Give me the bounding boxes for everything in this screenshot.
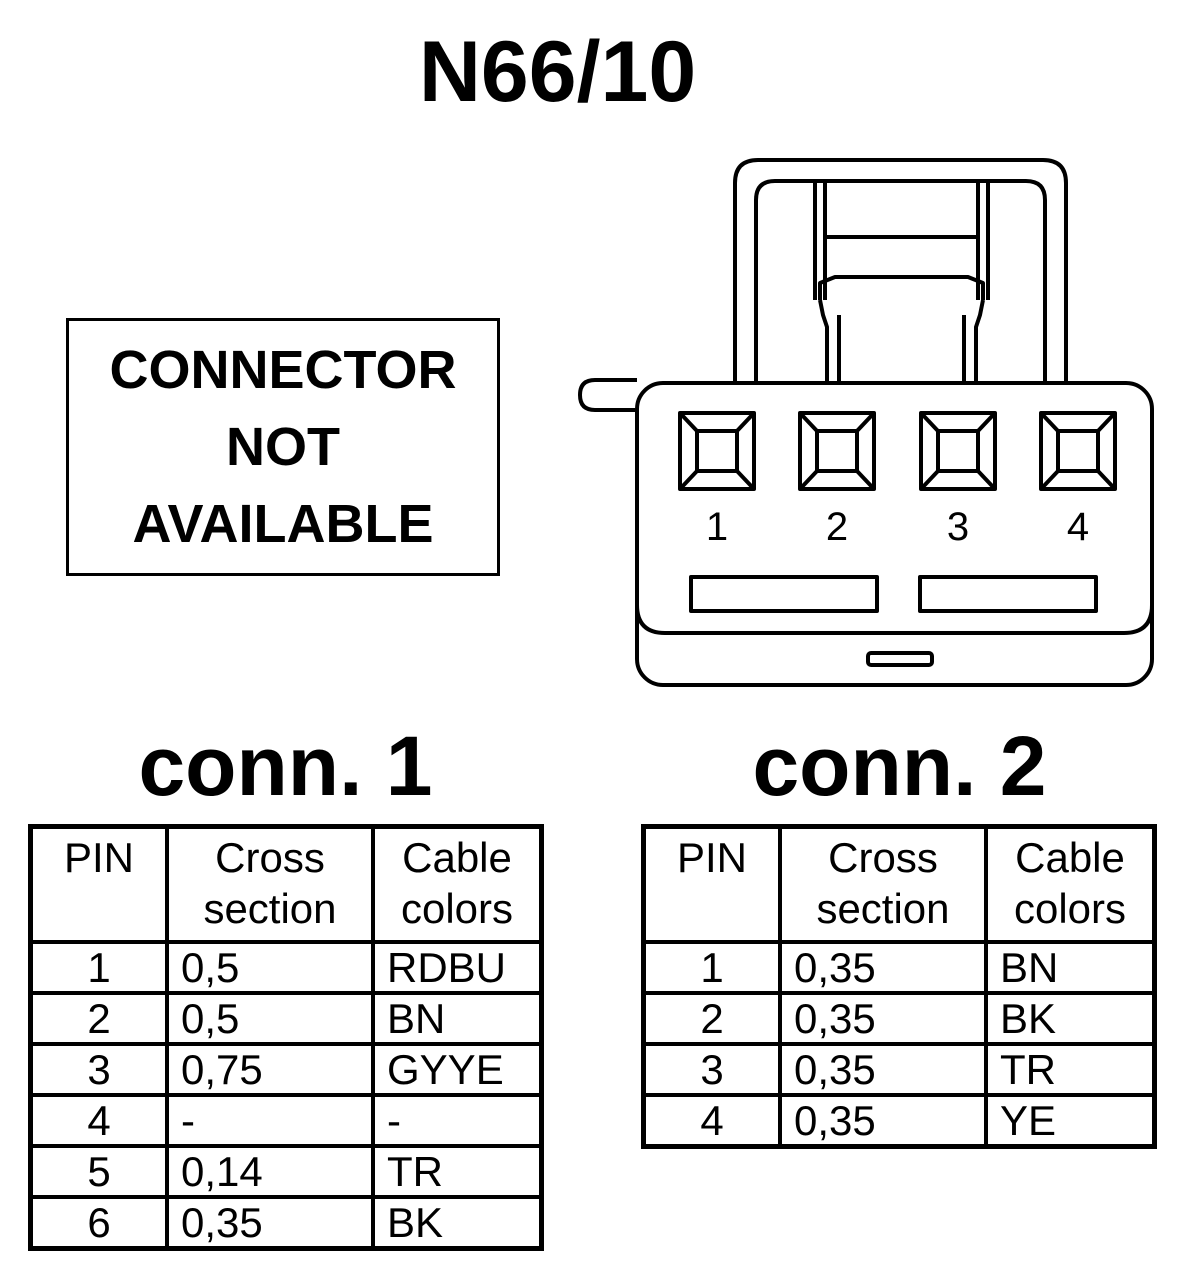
cable-color-cell: - (371, 1093, 544, 1148)
table-row: 6 0,35 BK (28, 1195, 544, 1251)
cable-color-cell: BK (371, 1195, 544, 1251)
diagram-title: N66/10 (418, 24, 697, 120)
conn2-title: conn. 2 (752, 719, 1047, 813)
pin-cell: 1 (641, 940, 782, 995)
header-text: colors (1013, 885, 1127, 932)
pin-cell: 6 (28, 1195, 169, 1251)
conn1-pin-table: PIN Cross section Cable colors 1 0,5 RDB… (28, 824, 544, 1251)
pin-cell: 2 (641, 991, 782, 1046)
cross-section-cell: 0,35 (778, 991, 988, 1046)
table-row: 4 - - (28, 1093, 544, 1148)
table-row: 4 0,35 YE (641, 1093, 1157, 1149)
header-text: colors (400, 885, 514, 932)
notice-line: CONNECTOR (109, 339, 457, 400)
pin-cell: 3 (641, 1042, 782, 1097)
cable-color-cell: BN (371, 991, 544, 1046)
header-text: Cross (215, 834, 325, 881)
header-cross-section: Cross section (778, 824, 988, 944)
table-row: 1 0,5 RDBU (28, 940, 544, 995)
connector-notch (866, 651, 934, 667)
cross-section-cell: 0,75 (165, 1042, 375, 1097)
pin-number-label: 4 (1067, 505, 1089, 549)
header-cable-colors: Cable colors (371, 824, 544, 944)
header-cross-section: Cross section (165, 824, 375, 944)
cable-color-cell: RDBU (371, 940, 544, 995)
pin-socket (1039, 411, 1117, 491)
cross-section-cell: 0,5 (165, 940, 375, 995)
pin-number-label: 3 (947, 505, 969, 549)
connector-not-available-box: CONNECTOR NOT AVAILABLE (66, 318, 500, 576)
pin-cell: 1 (28, 940, 169, 995)
table-header-row: PIN Cross section Cable colors (641, 824, 1157, 944)
table-row: 1 0,35 BN (641, 940, 1157, 995)
cable-color-cell: BK (984, 991, 1157, 1046)
table-row: 2 0,35 BK (641, 991, 1157, 1046)
cross-section-cell: 0,5 (165, 991, 375, 1046)
conn2-pin-table: PIN Cross section Cable colors 1 0,35 BN… (641, 824, 1157, 1149)
cross-section-cell: 0,35 (778, 940, 988, 995)
header-text: section (203, 885, 337, 932)
connector-latch (733, 158, 1068, 383)
notice-line: AVAILABLE (132, 493, 434, 554)
cable-color-cell: TR (371, 1144, 544, 1199)
header-pin: PIN (28, 824, 169, 944)
cable-color-cell: TR (984, 1042, 1157, 1097)
connector-body (635, 381, 1154, 687)
table-row: 3 0,75 GYYE (28, 1042, 544, 1097)
cross-section-cell: - (165, 1093, 375, 1148)
pin-socket (919, 411, 997, 491)
table-row: 5 0,14 TR (28, 1144, 544, 1199)
conn1-title: conn. 1 (138, 719, 433, 813)
table-header-row: PIN Cross section Cable colors (28, 824, 544, 944)
header-text: Cable (1015, 834, 1125, 881)
cross-section-cell: 0,35 (165, 1195, 375, 1251)
cable-color-cell: GYYE (371, 1042, 544, 1097)
cable-color-cell: BN (984, 940, 1157, 995)
header-text: Cross (828, 834, 938, 881)
header-text: section (816, 885, 950, 932)
connector-side-tab (578, 378, 637, 412)
connector-slot (689, 575, 879, 613)
connector-drawing: 1 2 3 4 (578, 158, 1154, 687)
pin-socket (678, 411, 756, 491)
header-cable-colors: Cable colors (984, 824, 1157, 944)
cross-section-cell: 0,14 (165, 1144, 375, 1199)
cable-color-cell: YE (984, 1093, 1157, 1149)
notice-line: NOT (226, 416, 340, 477)
pin-cell: 4 (28, 1093, 169, 1148)
pin-cell: 2 (28, 991, 169, 1046)
pin-cell: 3 (28, 1042, 169, 1097)
cross-section-cell: 0,35 (778, 1093, 988, 1149)
table-row: 2 0,5 BN (28, 991, 544, 1046)
pin-number-label: 1 (706, 505, 728, 549)
pin-socket (798, 411, 876, 491)
connector-slot (918, 575, 1098, 613)
cross-section-cell: 0,35 (778, 1042, 988, 1097)
table-row: 3 0,35 TR (641, 1042, 1157, 1097)
header-pin: PIN (641, 824, 782, 944)
pin-cell: 5 (28, 1144, 169, 1199)
pin-cell: 4 (641, 1093, 782, 1149)
header-text: Cable (402, 834, 512, 881)
pin-number-label: 2 (826, 505, 848, 549)
